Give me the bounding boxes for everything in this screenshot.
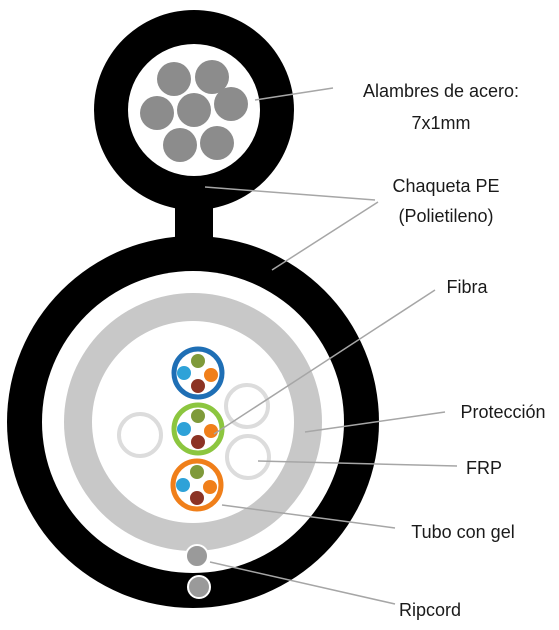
label-steel-wires-spec: 7x1mm xyxy=(411,113,470,133)
fiber xyxy=(191,435,205,449)
label-frp: FRP xyxy=(466,458,502,478)
fiber xyxy=(204,424,218,438)
leader-ripcord xyxy=(209,561,396,605)
label-protection: Protección xyxy=(460,402,545,422)
leader-steel-wires xyxy=(254,87,334,101)
tube-outline xyxy=(170,458,224,512)
label-ripcord: Ripcord xyxy=(399,600,461,620)
fiber xyxy=(204,368,218,382)
fiber xyxy=(177,422,191,436)
leader-jacket-main xyxy=(271,201,379,271)
label-fiber: Fibra xyxy=(446,277,488,297)
fiber xyxy=(191,354,205,368)
steel-wire xyxy=(200,126,234,160)
steel-wire xyxy=(214,87,248,121)
leader-jacket-messenger xyxy=(204,186,376,201)
frp-rod xyxy=(117,412,163,458)
steel-wires xyxy=(140,60,248,162)
fiber xyxy=(190,491,204,505)
label-steel-wires: Alambres de acero: xyxy=(363,81,519,101)
label-gel-tube: Tubo con gel xyxy=(411,522,514,542)
leader-frp xyxy=(257,460,458,467)
fiber xyxy=(176,478,190,492)
frp-rods xyxy=(117,383,271,480)
tube-outline xyxy=(171,346,225,400)
leader-protection xyxy=(304,411,446,433)
fiber xyxy=(203,480,217,494)
leader-gel-tube xyxy=(221,504,396,529)
fiber xyxy=(191,409,205,423)
steel-wire xyxy=(157,62,191,96)
steel-wire xyxy=(140,96,174,130)
fiber xyxy=(190,465,204,479)
ripcord-top xyxy=(185,544,209,568)
ripcord-bottom xyxy=(187,575,211,599)
steel-wire xyxy=(195,60,229,94)
label-jacket: Chaqueta PE xyxy=(392,176,499,196)
gel-tube-green xyxy=(171,402,225,456)
fiber xyxy=(177,366,191,380)
fiber xyxy=(191,379,205,393)
steel-wire xyxy=(163,128,197,162)
gel-tube-orange xyxy=(170,458,224,512)
frp-rod xyxy=(224,383,270,429)
frp-rod xyxy=(225,434,271,480)
steel-wire-center xyxy=(177,93,211,127)
gel-tube-blue xyxy=(171,346,225,400)
leader-fiber xyxy=(213,289,436,435)
leader-lines xyxy=(204,87,458,605)
label-jacket-material: (Polietileno) xyxy=(398,206,493,226)
